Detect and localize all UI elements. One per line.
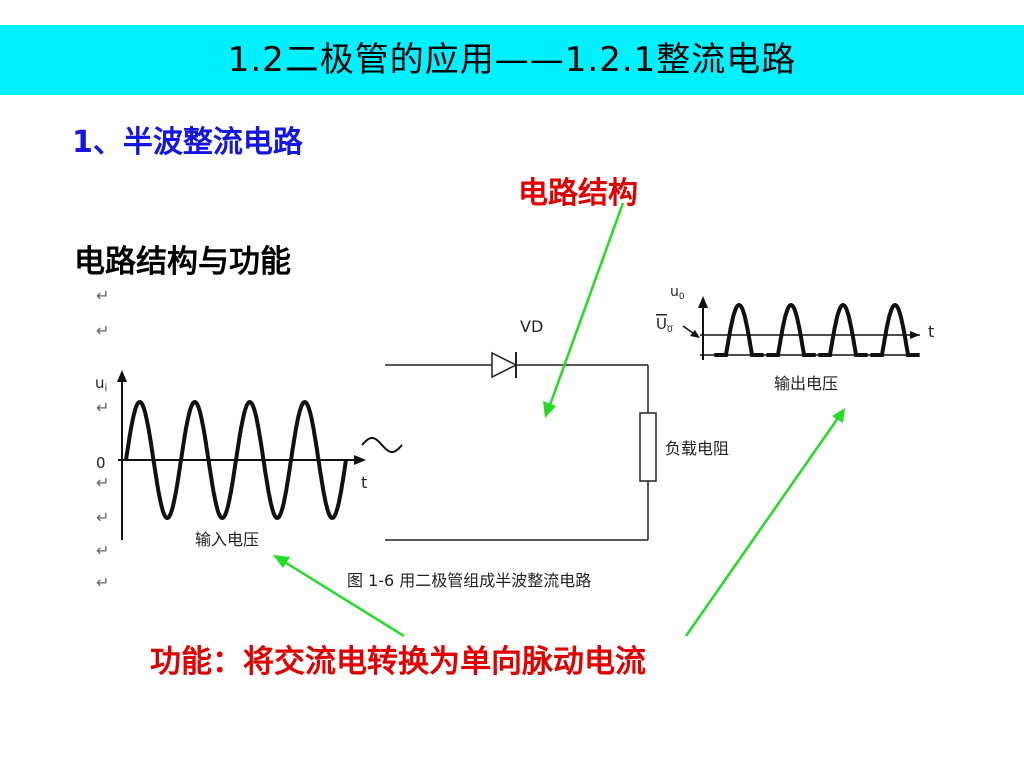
title-bar: 1.2二极管的应用——1.2.1整流电路 — [0, 25, 1024, 95]
output-y-axis-arrow — [698, 296, 708, 308]
average-pointer-head — [690, 330, 700, 338]
output-axis-u-label: u0 — [670, 284, 685, 302]
diode-icon — [491, 351, 518, 379]
return-mark: ↵ — [96, 398, 109, 417]
input-axis-t-label: t — [361, 473, 367, 492]
return-mark: ↵ — [96, 541, 109, 560]
section-heading: 1、半波整流电路 — [72, 125, 303, 160]
callout-circuit-structure: 电路结构 — [518, 176, 638, 211]
output-waveform-plot: u0 U0 t 输出电压 — [656, 284, 934, 393]
callout-function: 功能：将交流电转换为单向脉动电流 — [150, 644, 646, 680]
diode-label: VD — [520, 317, 543, 336]
arrow-to-input — [282, 559, 405, 638]
callout-arrows — [273, 202, 845, 638]
output-x-axis-arrow — [910, 331, 920, 339]
input-axis-u-label: ui — [95, 374, 107, 394]
arrow-to-output-head — [832, 408, 845, 423]
subheading: 电路结构与功能 — [74, 244, 291, 280]
input-y-axis-arrow — [117, 370, 127, 382]
input-waveform-plot: ui 0 t 输入电压 — [95, 370, 403, 549]
input-x-axis-arrow — [354, 455, 366, 465]
return-mark: ↵ — [96, 508, 109, 527]
slide-title: 1.2二极管的应用——1.2.1整流电路 — [227, 40, 797, 80]
return-mark: ↵ — [96, 321, 109, 340]
input-axis-zero-label: 0 — [96, 454, 106, 472]
output-axis-t-label: t — [928, 322, 934, 341]
output-voltage-label: 输出电压 — [774, 374, 838, 393]
load-resistor-label: 负载电阻 — [665, 439, 729, 458]
return-mark: ↵ — [96, 286, 109, 305]
ac-source-icon — [361, 437, 403, 453]
output-average-label: U0 — [656, 315, 673, 335]
figure-caption: 图 1-6 用二极管组成半波整流电路 — [347, 571, 591, 590]
return-mark: ↵ — [96, 573, 109, 592]
load-resistor-icon — [639, 412, 657, 482]
arrow-to-output — [684, 417, 840, 637]
arrow-to-input-head — [273, 555, 290, 568]
arrow-to-circuit — [548, 202, 625, 406]
rectifier-circuit: VD 负载电阻 图 1-6 用二极管组成半波整流电路 — [347, 317, 729, 590]
input-voltage-label: 输入电压 — [195, 530, 259, 549]
input-sine-wave — [124, 399, 348, 521]
return-mark: ↵ — [96, 473, 109, 492]
arrow-to-circuit-head — [543, 401, 556, 418]
output-pulsating-wave — [714, 302, 920, 357]
